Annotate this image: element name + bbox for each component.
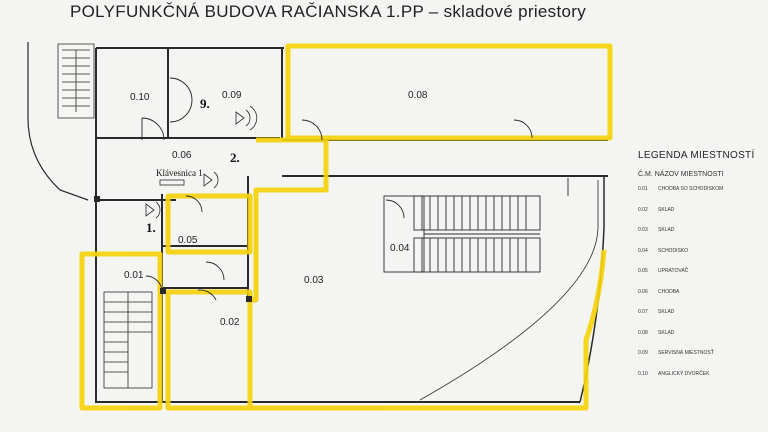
room-label-009: 0.09 [222, 90, 242, 101]
legend-item-name: SKLAD [658, 309, 675, 315]
legend-item-name: CHODBA [658, 288, 680, 295]
highlight-room-002 [165, 289, 253, 411]
keypad-bar [159, 179, 185, 186]
legend-item: 0.09 SERVISNÁ MIESTNOSŤ [638, 348, 763, 369]
legend-item-number: 0.08 [638, 329, 648, 336]
highlight-room-008 [285, 43, 613, 141]
highlight-room-003 [247, 135, 607, 411]
legend-item: 0.05 UPRATOVAČ [638, 266, 763, 287]
central-stair [383, 195, 541, 273]
room-label-006: 0.06 [172, 150, 192, 161]
doors [141, 77, 569, 301]
sensor-icon [235, 105, 258, 131]
walls [95, 47, 608, 403]
legend-item-number: 0.01 [638, 186, 648, 192]
legend-item-number: 0.06 [638, 288, 648, 295]
sensor-icon [203, 171, 219, 189]
marker-2: 2. [230, 150, 240, 165]
klavesnica-label: Klávesnica 1 [156, 168, 203, 178]
legend-item-name: SKLAD [658, 206, 675, 213]
legend-item-number: 0.10 [638, 370, 648, 377]
legend-item-number: 0.05 [638, 268, 648, 274]
room-label-008: 0.08 [408, 90, 428, 101]
legend-item-name: ANGLICKÝ DVORČEK [658, 370, 710, 377]
marker-1: 1. [146, 220, 156, 235]
legend-title: LEGENDA MIESTNOSTÍ [638, 150, 755, 161]
legend-item-name: SCHODISKO [658, 247, 689, 254]
room-label-003: 0.03 [304, 275, 324, 286]
columns [94, 196, 252, 302]
legend-item-number: 0.09 [638, 350, 648, 356]
legend-item: 0.04 SCHODISKO [638, 246, 763, 267]
legend-item: 0.03 SKLAD [638, 225, 763, 246]
room-legend: LEGENDA MIESTNOSTÍ Č.M. NÁZOV MIESTNOSTI… [638, 150, 763, 389]
legend-item-name: SKLAD [658, 329, 675, 336]
legend-header: Č.M. NÁZOV MIESTNOSTI [638, 171, 724, 178]
highlighted-storage [79, 43, 613, 411]
legend-item-name: SKLAD [658, 227, 675, 233]
legend-item: 0.10 ANGLICKÝ DVORČEK [638, 369, 763, 390]
curved-facade-inner [419, 180, 599, 401]
highlight-room-001 [79, 251, 163, 411]
highlight-room-005 [165, 193, 253, 255]
room-label-002: 0.02 [220, 317, 240, 328]
legend-item: 0.06 CHODBA [638, 287, 763, 308]
plan-title: POLYFUNKČNÁ BUDOVA RAČIANSKA 1.PP – skla… [70, 2, 586, 21]
legend-item-name: UPRATOVAČ [658, 268, 689, 274]
entry-stair [103, 291, 153, 389]
legend-item-number: 0.03 [638, 227, 648, 233]
room-label-010: 0.10 [130, 92, 150, 103]
legend-item: 0.07 SKLAD [638, 307, 763, 328]
legend-item: 0.08 SKLAD [638, 328, 763, 349]
legend-item-number: 0.04 [638, 247, 648, 254]
outer-boundary-left [27, 42, 89, 201]
legend-item-name: SERVISNÁ MIESTNOSŤ [658, 350, 714, 356]
legend-item-name: CHODBA SO SCHODISKOM [658, 186, 724, 192]
legend-item-number: 0.02 [638, 206, 648, 213]
marker-9: 9. [200, 96, 210, 111]
room-label-001: 0.01 [124, 270, 144, 281]
room-label-004: 0.04 [390, 243, 410, 254]
room-label-005: 0.05 [178, 235, 198, 246]
legend-item: 0.01 CHODBA SO SCHODISKOM [638, 184, 763, 205]
highlight-room-006 [256, 137, 329, 193]
legend-item-number: 0.07 [638, 309, 648, 315]
spiral-stair [57, 43, 95, 119]
sensor-icon [145, 201, 161, 219]
legend-item: 0.02 SKLAD [638, 205, 763, 226]
